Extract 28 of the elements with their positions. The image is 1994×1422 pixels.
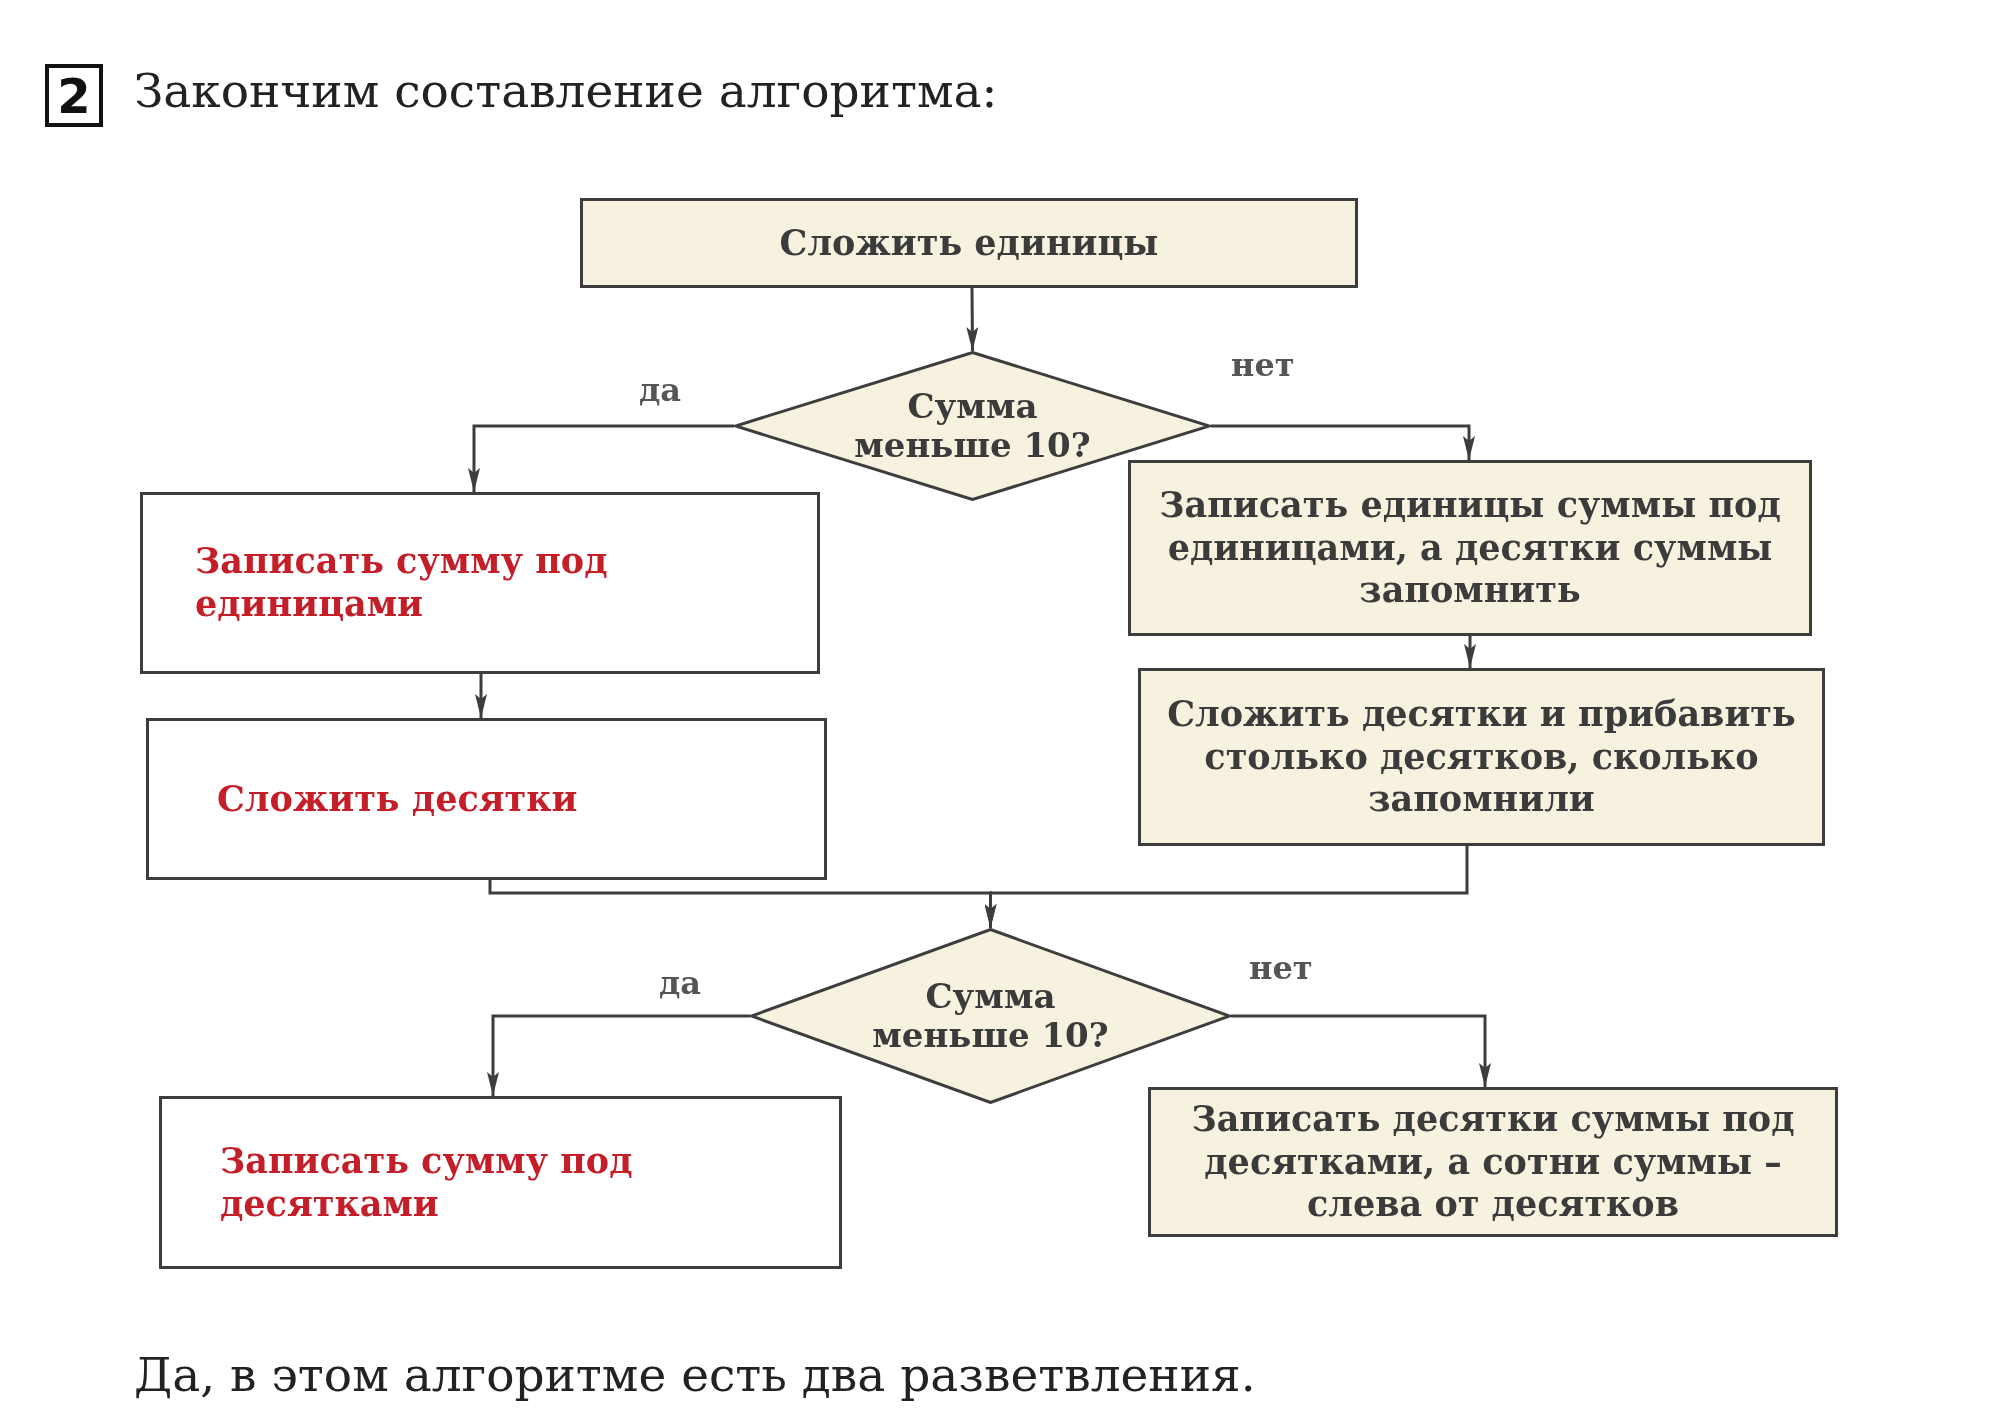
decision-diamond (750, 928, 1231, 1104)
flow-arrow (487, 1014, 750, 1096)
decision-text: Сумма меньше 10? (853, 386, 1092, 466)
task-number: 2 (57, 71, 91, 120)
flow-arrow (1231, 1014, 1491, 1087)
flow-arrow (1211, 424, 1475, 460)
process-box (146, 718, 827, 880)
process-box (1128, 460, 1812, 636)
title: Закончим составление алгоритма: (134, 63, 998, 120)
answer-text: Записать сумму под десятками (220, 1139, 634, 1226)
flow-arrow (1464, 636, 1476, 668)
answer-text: Сложить десятки (217, 777, 578, 821)
process-box (1138, 668, 1825, 846)
process-text: Записать единицы суммы под единицами, а десятки суммы запомнить (1158, 483, 1782, 613)
decision-text: Сумма меньше 10? (871, 976, 1110, 1056)
process-box (159, 1096, 842, 1269)
process-box (140, 492, 820, 674)
number-box (45, 64, 103, 127)
process-text: Сложить единицы (779, 221, 1159, 265)
flow-arrow (468, 424, 734, 492)
answer-text: Записать сумму под единицами (195, 540, 609, 626)
caption: Да, в этом алгоритме есть два разветвления. (134, 1347, 1256, 1404)
process-box (580, 198, 1358, 288)
process-box (1148, 1087, 1838, 1237)
flow-arrow (966, 288, 979, 351)
process-text: Записать десятки суммы под десятками, а сотни суммы – слева от десятков (1190, 1097, 1796, 1227)
process-text: Сложить десятки и прибавить столько десятков, сколько запомнили (1166, 692, 1797, 822)
flow-arrow (475, 674, 487, 718)
